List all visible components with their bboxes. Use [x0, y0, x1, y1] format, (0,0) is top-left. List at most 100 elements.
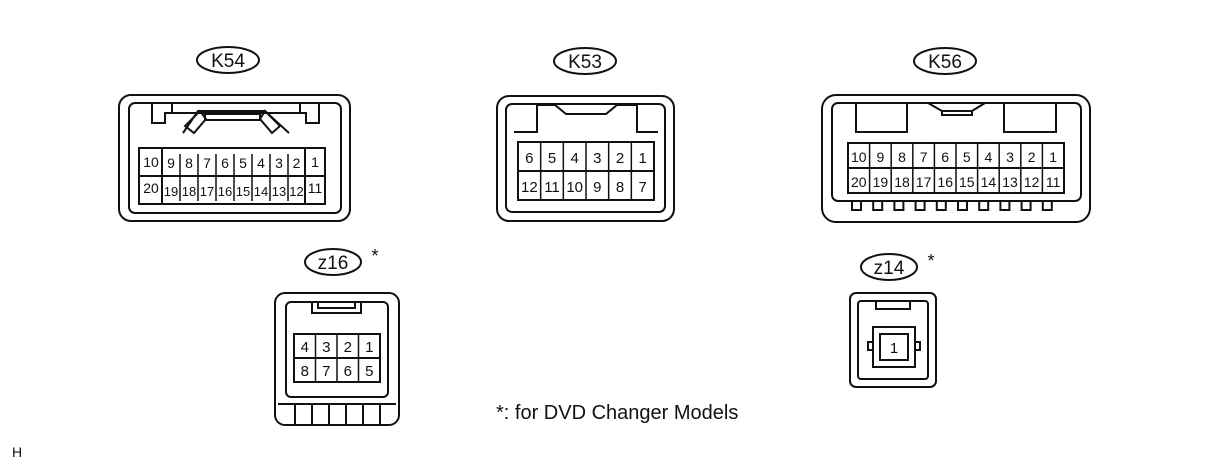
housing-top-detail: [875, 301, 911, 310]
pin-label: 14: [981, 174, 997, 190]
side-notch: [867, 341, 874, 351]
pin-label: 6: [344, 363, 352, 380]
pin-label: 5: [239, 155, 247, 171]
pin-label: 16: [937, 174, 953, 190]
bottom-tab: [872, 200, 884, 211]
connector-label-oval: [196, 46, 260, 74]
pin-label: 5: [548, 150, 556, 167]
pin-label: 19: [164, 184, 178, 199]
pin-label: 7: [638, 179, 646, 196]
housing-bottom-tabs: [278, 403, 396, 425]
pin-label: 10: [566, 179, 583, 196]
bottom-tab: [893, 200, 905, 211]
pin-label: 8: [301, 363, 309, 380]
connector-housing-outer: [821, 94, 1091, 223]
connector-housing-inner: [285, 301, 389, 398]
connector-z14: z14 * 1: [849, 251, 937, 388]
bottom-tab: [1041, 200, 1053, 211]
pin-label: 13: [272, 184, 286, 199]
pin-label: 7: [203, 155, 211, 171]
pin-label: 9: [167, 155, 175, 171]
pin-label: 13: [1002, 174, 1018, 190]
pin-label: 17: [200, 184, 214, 199]
connector-label-oval: [913, 47, 977, 75]
connector-label: K53: [568, 52, 602, 73]
pin-label: 7: [920, 149, 928, 165]
pin-cell: [879, 333, 909, 361]
connector-housing-outer: [496, 95, 675, 222]
bottom-tab: [935, 200, 947, 211]
pin-label: 2: [1028, 149, 1036, 165]
latch-bar: [204, 113, 261, 121]
pin-label: 7: [322, 363, 330, 380]
connector-housing-inner: [831, 102, 1082, 202]
pin-label: 16: [218, 184, 232, 199]
pin-label: 3: [1006, 149, 1014, 165]
connector-housing-outer: [118, 94, 351, 222]
pin-label: 8: [898, 149, 906, 165]
connector-label: z16: [318, 253, 349, 274]
pin-label: 3: [275, 155, 283, 171]
connector-label: K54: [211, 51, 245, 72]
pin-label: 4: [301, 339, 309, 356]
connector-housing-inner: [128, 102, 342, 214]
connector-label: z14: [874, 258, 905, 279]
pin-label: 1: [1049, 149, 1057, 165]
bottom-tab: [978, 200, 990, 211]
pin-label: 12: [289, 184, 303, 199]
bottom-tab: [999, 200, 1011, 211]
connector-label-oval: [553, 47, 617, 75]
figure-id: H: [12, 444, 23, 460]
pin-label: 8: [616, 179, 624, 196]
bottom-tab: [914, 200, 926, 211]
pin-label: 17: [916, 174, 932, 190]
pin-label: 10: [851, 149, 867, 165]
pin-label: 15: [959, 174, 975, 190]
connector-housing-outer: [274, 292, 400, 426]
side-notch: [914, 341, 921, 351]
pin-label: 6: [525, 150, 533, 167]
bottom-tab: [1020, 200, 1032, 211]
pin-label: 15: [236, 184, 250, 199]
pin-label: 12: [1024, 174, 1040, 190]
pin-label: 6: [941, 149, 949, 165]
pin-label: 10: [143, 154, 159, 170]
housing-top-detail: [151, 103, 320, 134]
housing-top-detail: [855, 102, 1057, 133]
pin-label: 5: [365, 363, 373, 380]
pin-label: 1: [638, 150, 646, 167]
pin-label: 2: [293, 155, 301, 171]
pin-label: 20: [851, 174, 867, 190]
pin-label: 5: [963, 149, 971, 165]
pin-label: 11: [544, 179, 560, 196]
connector-label-oval: [860, 253, 918, 281]
footnote-mark: *: [371, 246, 378, 266]
pin-label: 1: [890, 340, 898, 357]
connector-housing-inner: [857, 300, 929, 380]
housing-bottom-tabs: [851, 200, 1053, 211]
pin-label: 4: [985, 149, 993, 165]
connector-label: K56: [928, 52, 962, 73]
pin-label: 8: [185, 155, 193, 171]
pin-label: 1: [311, 154, 319, 170]
pin-label: 2: [344, 339, 352, 356]
footnote: *: for DVD Changer Models: [496, 402, 739, 424]
pin-label: 3: [593, 150, 601, 167]
pin-label: 4: [570, 150, 578, 167]
pin-label: 12: [521, 179, 538, 196]
connector-label-oval: [304, 248, 362, 276]
bottom-tab: [851, 200, 862, 211]
pin-label: 6: [221, 155, 229, 171]
pin-label: 9: [593, 179, 601, 196]
pin-label: 9: [877, 149, 885, 165]
pin-label: 1: [365, 339, 373, 356]
connector-housing-outer: [849, 292, 937, 388]
pin-label: 11: [308, 180, 323, 196]
pin-label: 19: [873, 174, 889, 190]
